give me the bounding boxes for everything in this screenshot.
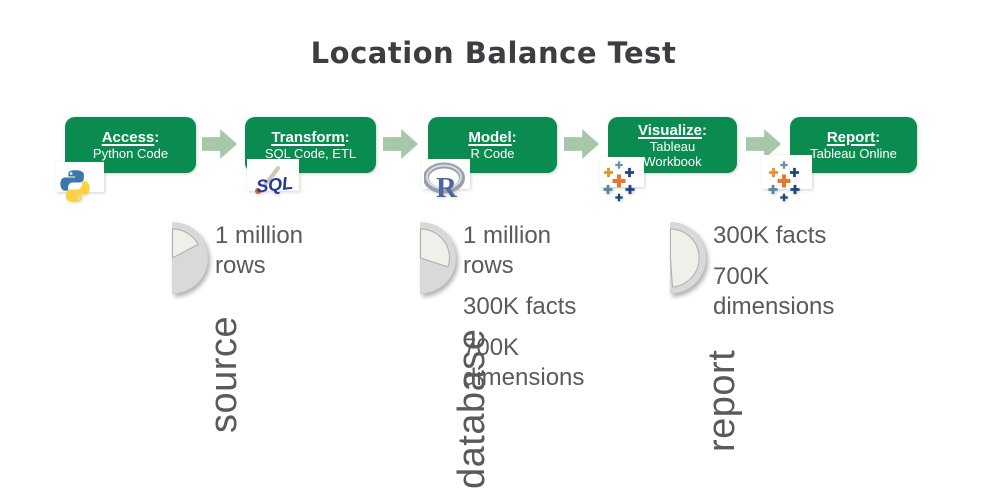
stage-label-report: report bbox=[701, 349, 743, 452]
step-heading: Transform: bbox=[271, 129, 349, 146]
pipeline-step-model: Model: R Code R bbox=[422, 117, 557, 202]
pipeline-step-transform: Transform: SQL Code, ETL SQL bbox=[245, 117, 376, 197]
tableau-icon bbox=[768, 161, 800, 202]
bullet-source-rows: 1 million rows bbox=[215, 222, 304, 279]
step-report-sub: Tableau Online bbox=[810, 146, 897, 161]
stage-report-bullets: 300K facts 700K dimensions bbox=[713, 221, 903, 333]
r-logo-icon: R bbox=[424, 162, 465, 202]
gauge-icon bbox=[420, 222, 457, 294]
step-access-sub: Python Code bbox=[92, 146, 169, 161]
pipeline-step-access: Access: Python Code bbox=[56, 117, 196, 202]
bullet-database-facts: 300K facts bbox=[463, 293, 577, 320]
gauge-icon bbox=[670, 222, 707, 294]
flow-arrow-icon bbox=[383, 129, 418, 159]
python-icon bbox=[60, 170, 90, 202]
colon: : bbox=[511, 129, 517, 146]
svg-text:R: R bbox=[436, 172, 458, 202]
flow-arrow-icon bbox=[202, 129, 237, 159]
stage-database-bullets: 1 million rows 300K facts 700K dimension… bbox=[463, 221, 653, 404]
stage-source-bullets: 1 million rows bbox=[215, 221, 405, 292]
colon: : bbox=[875, 129, 881, 146]
svg-text:SQL: SQL bbox=[255, 173, 293, 197]
tableau-icon bbox=[603, 161, 635, 202]
colon: : bbox=[701, 121, 707, 139]
bullet-report-facts: 300K facts bbox=[713, 222, 827, 249]
gauge-icon bbox=[172, 222, 209, 294]
pipeline-step-visualize: Visualize: Tableau Workbook bbox=[600, 117, 737, 202]
bullet-database-dimensions: 700K dimensions bbox=[463, 334, 585, 391]
step-transform-sub: SQL Code, ETL bbox=[264, 146, 357, 161]
step-heading: Visualize: bbox=[638, 122, 707, 139]
step-heading: Report: bbox=[827, 129, 880, 146]
flow-arrow-icon bbox=[564, 129, 599, 159]
pipeline-step-report: Report: Tableau Online bbox=[762, 117, 917, 202]
step-report-label: Report bbox=[826, 129, 876, 146]
colon: : bbox=[344, 129, 350, 146]
colon: : bbox=[154, 129, 160, 146]
stage-label-source: source bbox=[203, 315, 245, 433]
step-heading: Access: bbox=[102, 129, 160, 146]
step-model-sub: R Code bbox=[470, 146, 515, 161]
step-heading: Model: bbox=[468, 129, 516, 146]
page-title: Location Balance Test bbox=[310, 36, 677, 70]
sql-icon: SQL bbox=[255, 166, 293, 197]
step-transform-label: Transform bbox=[271, 129, 345, 146]
step-visualize-label: Visualize bbox=[638, 121, 702, 139]
bullet-report-dimensions: 700K dimensions bbox=[713, 263, 835, 320]
step-access-label: Access bbox=[101, 129, 155, 146]
step-visualize-sub: Tableau Workbook bbox=[643, 138, 702, 169]
bullet-database-rows: 1 million rows bbox=[463, 222, 552, 279]
step-model-label: Model bbox=[468, 129, 512, 146]
